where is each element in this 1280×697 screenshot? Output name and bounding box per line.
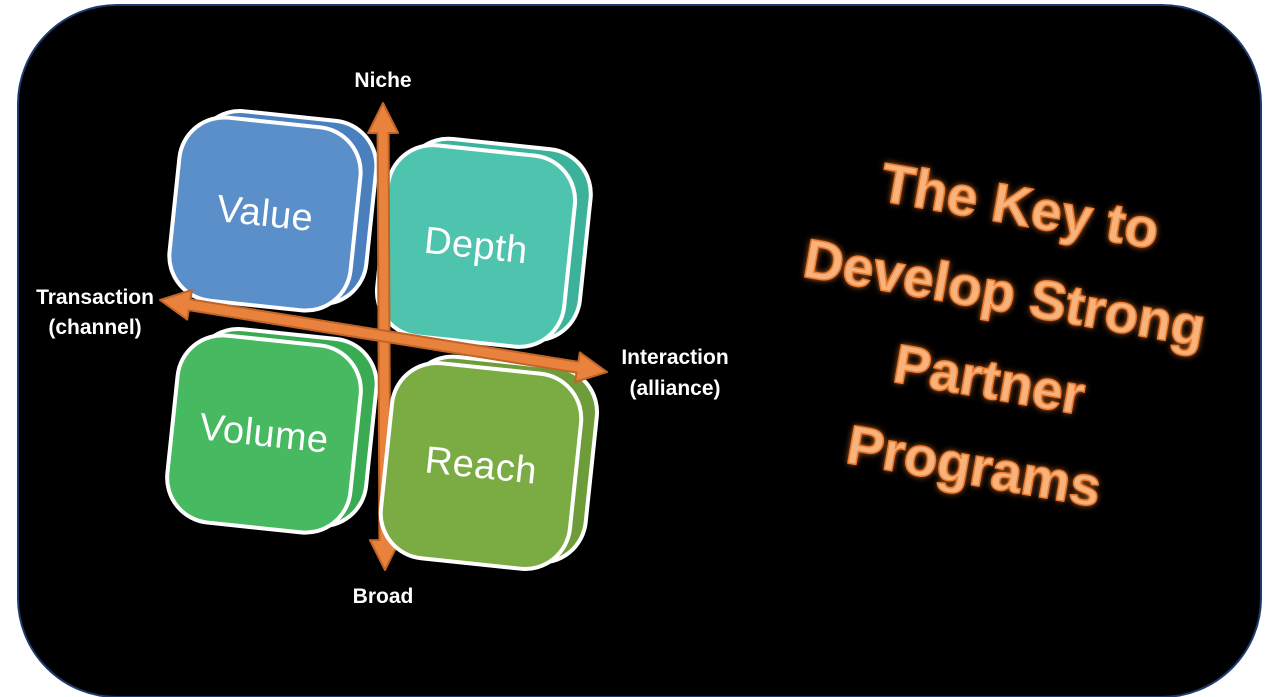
axis-label-transaction-line2: (channel): [48, 316, 142, 339]
axis-label-interaction-line2: (alliance): [629, 377, 721, 400]
axis-label-interaction: Interaction (alliance): [608, 342, 742, 404]
quadrant-label-reach: Reach: [422, 438, 540, 493]
tile-reach-face: Reach: [374, 356, 588, 576]
tile-value-face: Value: [162, 110, 368, 318]
quadrant-tile-depth: Depth: [370, 132, 598, 354]
axis-label-niche: Niche: [354, 69, 412, 92]
axis-label-transaction-line1: Transaction: [36, 286, 154, 309]
quadrant-label-volume: Volume: [197, 405, 331, 462]
quadrant-label-value: Value: [214, 187, 316, 240]
quadrant-tile-value: Value: [162, 104, 384, 318]
axis-label-interaction-line1: Interaction: [621, 346, 729, 369]
quadrant-tile-reach: Reach: [374, 350, 604, 576]
tile-depth-face: Depth: [370, 138, 582, 354]
axis-label-transaction: Transaction (channel): [9, 283, 181, 343]
tile-volume-face: Volume: [160, 328, 368, 540]
axis-label-broad: Broad: [352, 585, 414, 608]
quadrant-tile-volume: Volume: [160, 322, 384, 540]
quadrant-label-depth: Depth: [422, 219, 530, 272]
